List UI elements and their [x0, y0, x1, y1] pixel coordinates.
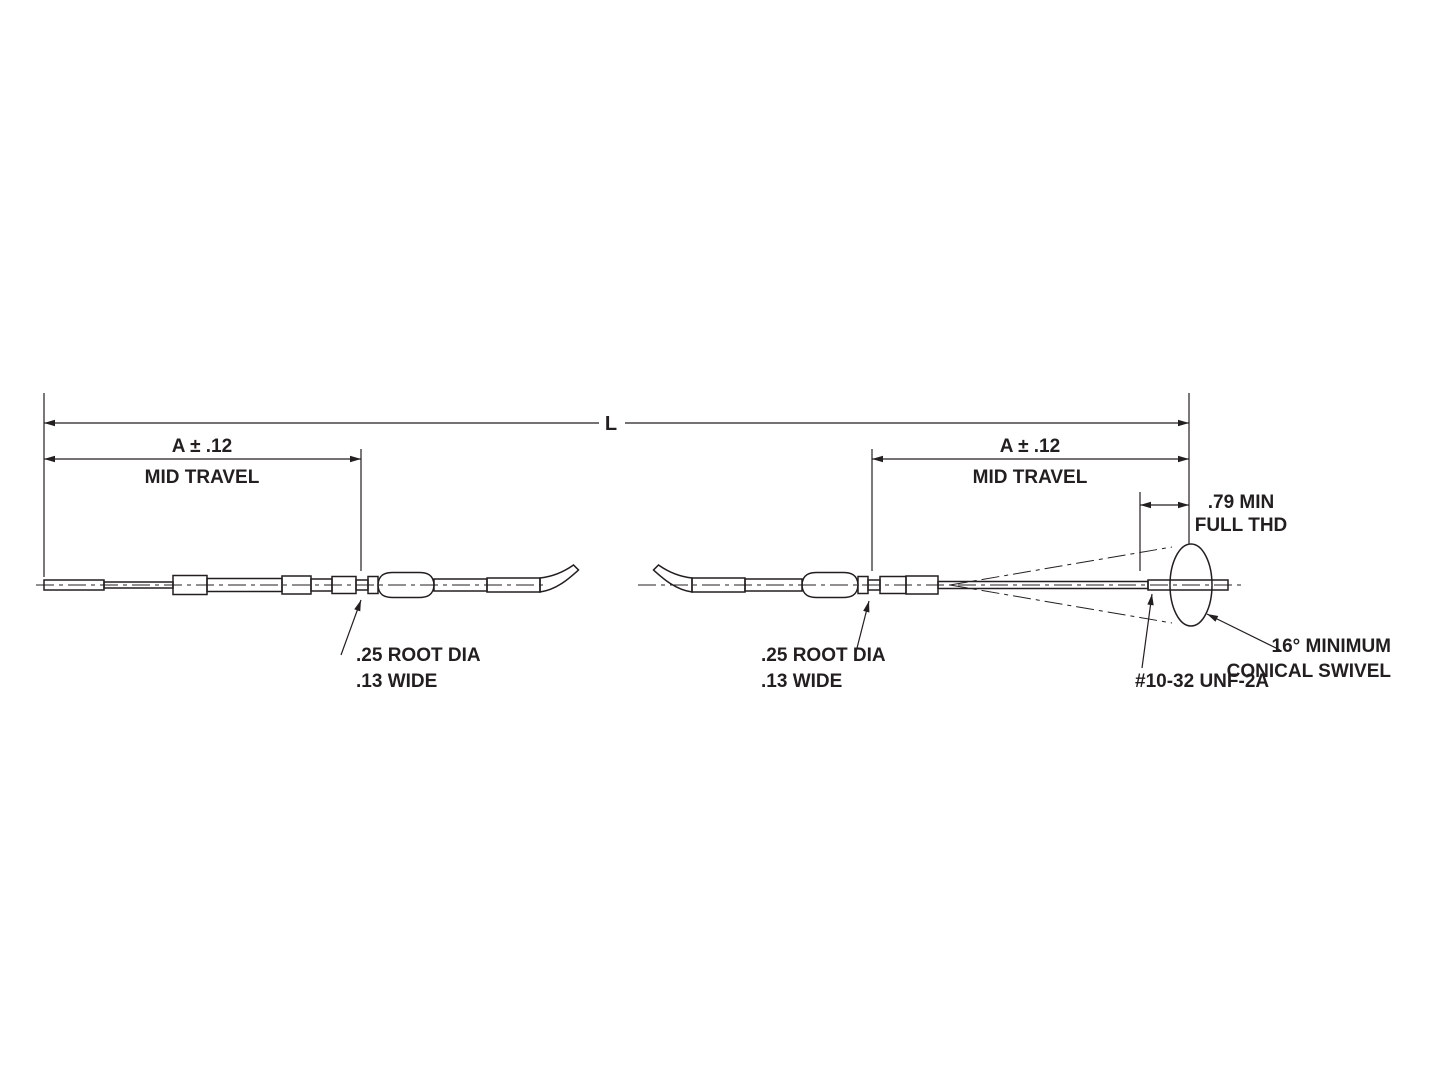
thread-spec-label: #10-32 UNF-2A [1135, 671, 1269, 692]
full-thread-value: .79 MIN [1208, 492, 1275, 513]
overall-length-label: L [605, 413, 617, 435]
mid-travel-left-caption: MID TRAVEL [145, 467, 260, 488]
leader-line [1206, 613, 1281, 651]
threaded-stud-right [1147, 579, 1229, 591]
swivel-line1: 16° MINIMUM [1272, 636, 1392, 657]
root-dia-right-line1: .25 ROOT DIA [761, 645, 886, 666]
cable-tail-right [652, 564, 693, 593]
dimension-overall-length: L [43, 393, 1190, 577]
callout-thread-spec: #10-32 UNF-2A [1135, 593, 1269, 692]
cable-tail-left [539, 564, 580, 593]
root-dia-left-line1: .25 ROOT DIA [356, 645, 481, 666]
dimension-full-thread: .79 MIN FULL THD [1139, 492, 1288, 571]
swivel-line2: CONICAL SWIVEL [1227, 661, 1392, 682]
full-thread-caption: FULL THD [1195, 515, 1288, 536]
root-dia-left-line2: .13 WIDE [356, 671, 437, 692]
conical-swivel-ellipse [1169, 543, 1213, 627]
right-cable-assembly [638, 543, 1243, 627]
root-dia-right-line2: .13 WIDE [761, 671, 842, 692]
leader-line [1141, 593, 1154, 669]
swivel-cone-line-bottom [949, 584, 1173, 624]
left-cable-assembly [36, 564, 580, 599]
mid-travel-right-caption: MID TRAVEL [973, 467, 1088, 488]
callout-conical-swivel: 16° MINIMUM CONICAL SWIVEL [1206, 613, 1392, 682]
dimension-mid-travel-left: A ± .12 MID TRAVEL [44, 436, 362, 571]
dimension-mid-travel-right: A ± .12 MID TRAVEL [871, 436, 1189, 571]
swivel-cone-line-top [949, 546, 1173, 586]
mid-travel-left-value: A ± .12 [172, 436, 232, 457]
callout-root-dia-right: .25 ROOT DIA .13 WIDE [761, 600, 886, 692]
mid-travel-right-value: A ± .12 [1000, 436, 1060, 457]
callout-root-dia-left: .25 ROOT DIA .13 WIDE [340, 599, 481, 692]
leader-line [340, 599, 362, 656]
leader-line [855, 600, 870, 653]
